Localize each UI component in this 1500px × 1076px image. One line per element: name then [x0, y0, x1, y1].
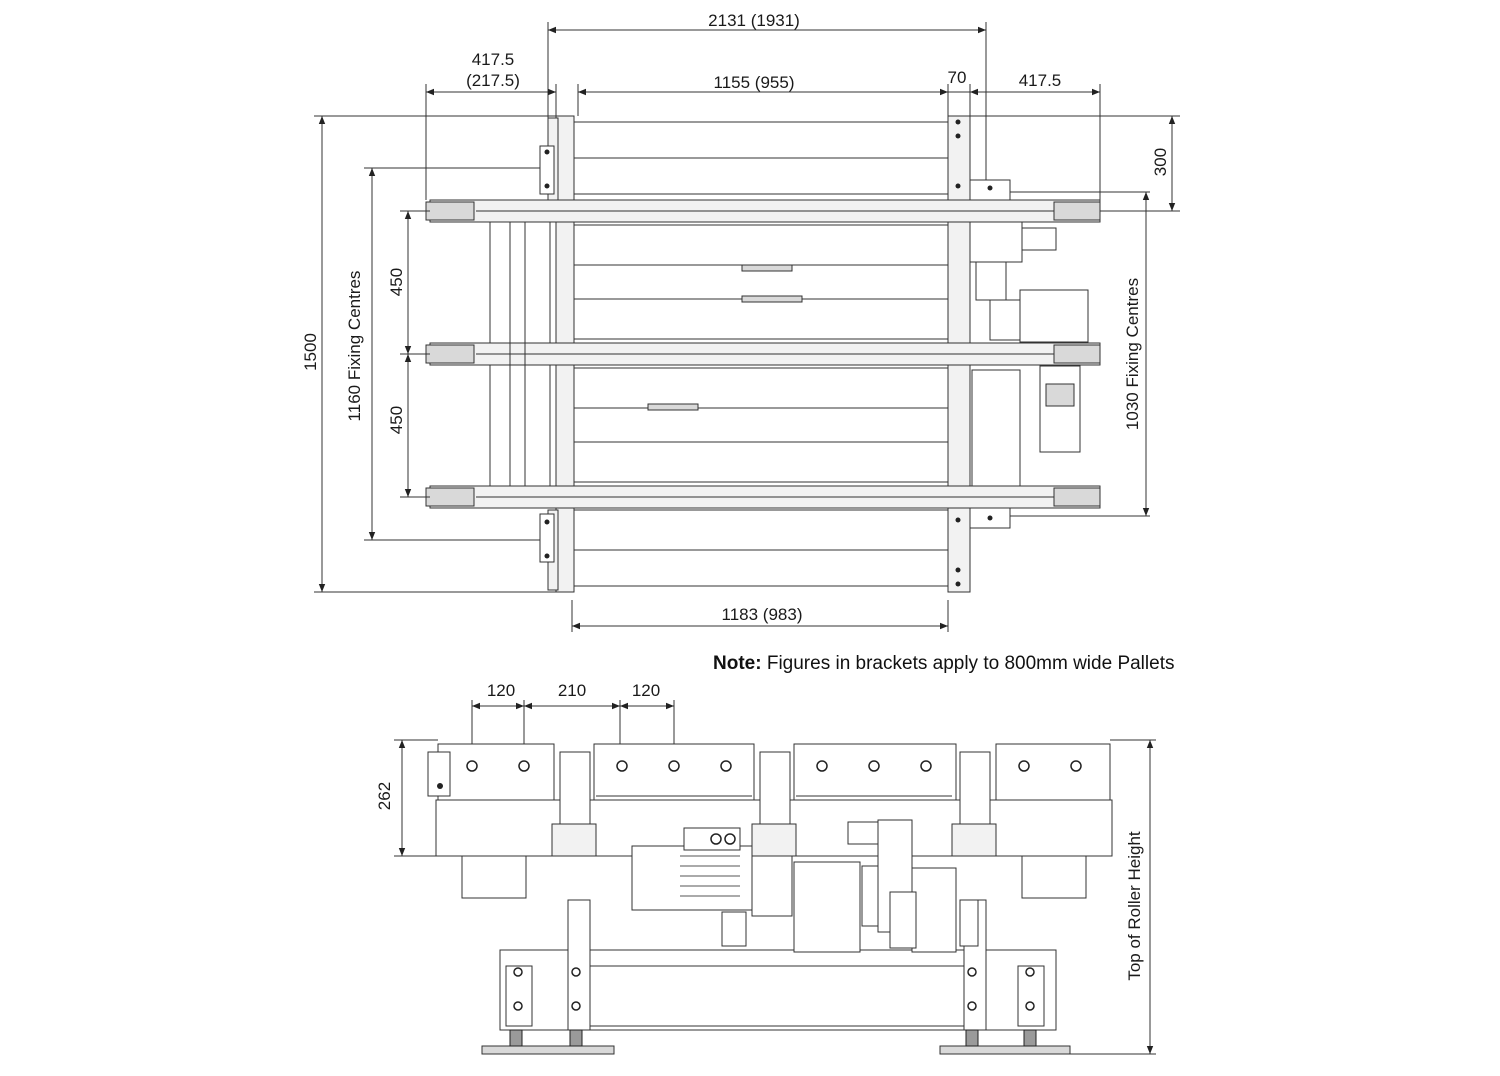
dim-overall-length: 1500 [301, 333, 320, 371]
dim-elevation-height: 262 [375, 782, 394, 810]
dim-spacing-b: 210 [558, 681, 586, 700]
dim-left-fixing: 1160 Fixing Centres [345, 271, 364, 422]
dim-channel-width: 70 [948, 68, 967, 87]
elevation-motor [631, 819, 979, 953]
dim-chain-pitch-upper: 450 [387, 268, 406, 296]
plan-dimensions: 2131 (1931) 417.5 (217.5) 1155 (955) 70 … [301, 11, 1180, 632]
dim-bottom-width: 1183 (983) [722, 605, 803, 624]
plan-view: 2131 (1931) 417.5 (217.5) 1155 (955) 70 … [301, 11, 1180, 632]
elevation-dimensions: 120 210 120 262 Top of Roller Height [375, 681, 1156, 1055]
plan-rollers [571, 121, 949, 587]
dim-roller-height: Top of Roller Height [1125, 831, 1144, 981]
dim-left-offset-bracket: (217.5) [466, 71, 520, 90]
note-text: Figures in brackets apply to 800mm wide … [762, 653, 1175, 674]
note-label: Note: [713, 653, 762, 674]
plan-drive-unit [969, 221, 1089, 487]
plan-chain-beams [425, 199, 1101, 509]
dim-right-height: 300 [1151, 148, 1170, 176]
dim-spacing-a: 120 [487, 681, 515, 700]
dim-chain-pitch-lower: 450 [387, 406, 406, 434]
dim-left-offset: 417.5 [472, 50, 515, 69]
dim-overall-width: 2131 (1931) [708, 11, 800, 30]
plan-left-shafts [489, 221, 551, 487]
elevation-view: 120 210 120 262 Top of Roller Height [375, 681, 1156, 1055]
dim-right-fixing: 1030 Fixing Centres [1123, 278, 1142, 430]
dim-spacing-c: 120 [632, 681, 660, 700]
dim-right-offset: 417.5 [1019, 71, 1062, 90]
dim-inner-top: 1155 (955) [714, 73, 795, 92]
elevation-roller-blocks [437, 743, 1111, 801]
pallet-note: Note: Figures in brackets apply to 800mm… [713, 653, 1174, 674]
